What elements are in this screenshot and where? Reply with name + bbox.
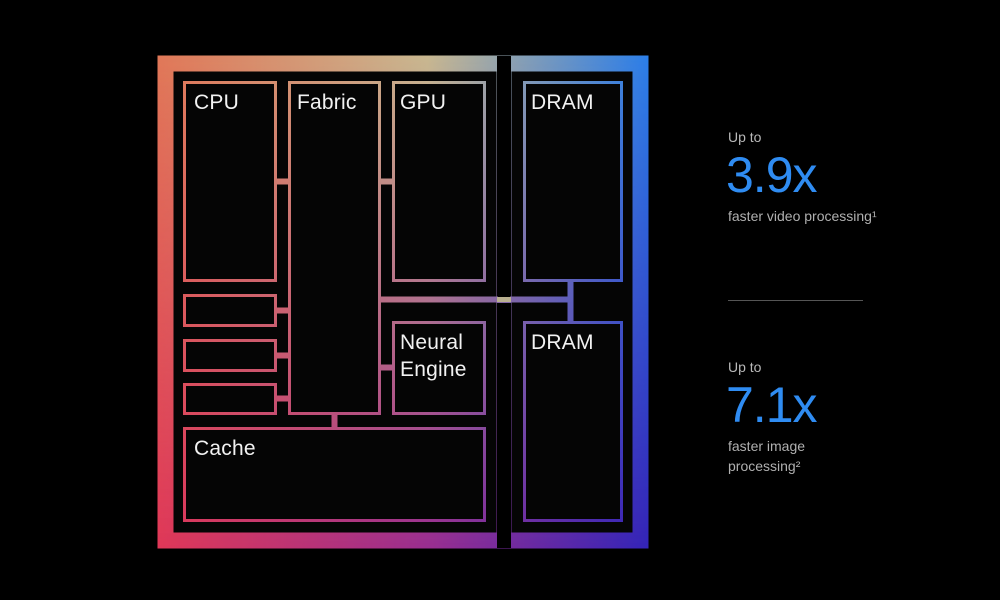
stat-image-caption: faster image processing² [728, 438, 806, 474]
dram-bottom-label: DRAM [531, 331, 594, 354]
neural-engine-label: Neural Engine [400, 331, 467, 381]
fabric-label: Fabric [297, 91, 357, 114]
stat-image-prefix: Up to [728, 359, 762, 375]
bus-bridge [497, 297, 511, 302]
column-gap-top [497, 56, 511, 296]
stat-video-caption: faster video processing¹ [728, 208, 877, 224]
dram-top-label: DRAM [531, 91, 594, 114]
column-gap-bottom [497, 303, 511, 548]
cache-label: Cache [194, 437, 256, 460]
stat-video-prefix: Up to [728, 129, 762, 145]
stat-image-value: 7.1x [726, 377, 818, 433]
stat-video-value: 3.9x [726, 147, 818, 203]
gpu-label: GPU [400, 91, 447, 114]
cpu-label: CPU [194, 91, 239, 114]
stats-divider [728, 300, 863, 301]
